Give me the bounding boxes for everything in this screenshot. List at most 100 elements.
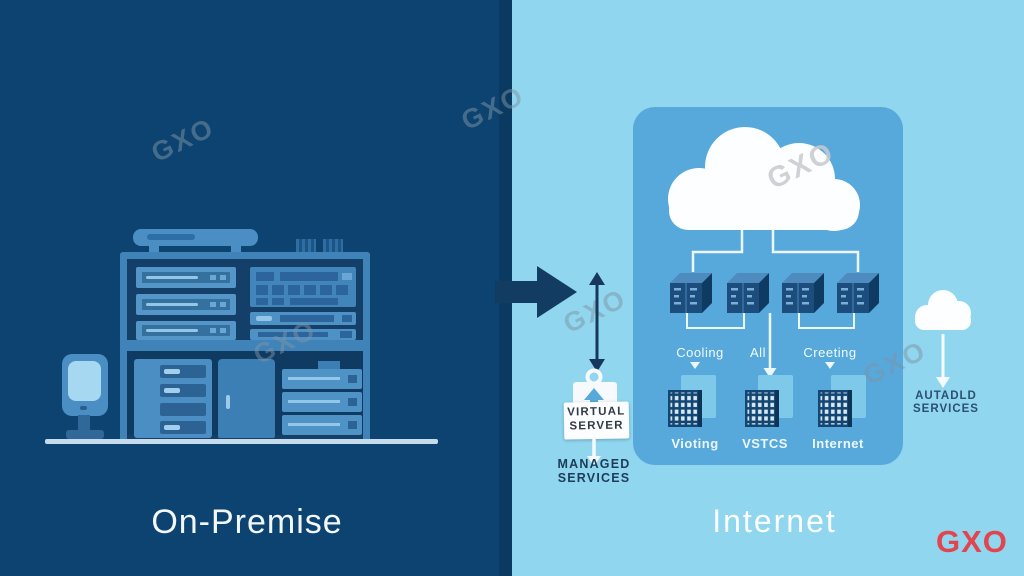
tier-label-creeting: Creeting xyxy=(803,345,857,360)
node-label-internet: Internet xyxy=(812,436,864,451)
autadld-services-label: AUTADLD SERVICES xyxy=(894,390,998,416)
slot-led xyxy=(220,275,226,280)
right-arrow-icon xyxy=(495,266,577,318)
slot-led xyxy=(210,302,216,307)
slot-line xyxy=(146,303,198,306)
cloud-platform-panel: Cooling All Creeting Vioting VSTCS Inter… xyxy=(633,107,903,465)
rack-unit-icon xyxy=(136,267,236,288)
rack-top-unit-leg xyxy=(149,245,159,255)
managed-line2: SERVICES xyxy=(557,471,631,485)
bracket-right xyxy=(798,313,855,329)
managed-services-label: MANAGED SERVICES xyxy=(544,457,644,485)
slot-led xyxy=(348,398,357,406)
server-cube-icon xyxy=(726,272,770,314)
server-stack-icon xyxy=(282,361,362,438)
patch-port xyxy=(256,285,268,295)
patch-port xyxy=(288,285,300,295)
tower-server-icon xyxy=(134,359,212,438)
slot-line xyxy=(164,388,180,393)
down-arrow-icon xyxy=(587,437,601,466)
slot-led xyxy=(348,421,357,429)
server-cube-icon xyxy=(781,272,825,314)
patch-port xyxy=(256,298,268,305)
cloud-icon xyxy=(668,127,860,231)
rack-unit-icon xyxy=(136,294,236,315)
cabinet-icon xyxy=(218,359,275,438)
stack-unit xyxy=(282,415,362,435)
kiosk-button xyxy=(80,406,87,410)
server-cube-icon xyxy=(836,272,880,314)
patch-port xyxy=(320,285,332,295)
grid-box-icon xyxy=(745,375,793,427)
gxo-logo: GXO xyxy=(936,524,1008,559)
ribbed-block-icon xyxy=(323,239,343,253)
internet-title: Internet xyxy=(712,503,837,539)
autadld-line2: SERVICES xyxy=(913,403,979,415)
stack-unit xyxy=(282,369,362,389)
rack-top-unit-slot xyxy=(147,234,195,240)
slot-led xyxy=(220,328,226,333)
slot-line xyxy=(164,425,180,430)
slot-line xyxy=(288,400,340,403)
slot-led xyxy=(210,275,216,280)
grid-box-icon xyxy=(818,375,866,427)
small-cloud-icon xyxy=(915,290,971,330)
cloud-connector-lines xyxy=(691,229,860,272)
patch-slot xyxy=(256,272,274,281)
rack-unit-icon xyxy=(250,312,356,325)
tower-slot xyxy=(160,421,206,434)
stack-tab xyxy=(318,361,340,370)
slot-line xyxy=(164,369,180,374)
on-premise-title: On-Premise xyxy=(151,503,343,541)
patch-port xyxy=(336,285,348,295)
slot-line xyxy=(288,423,340,426)
virtual-server-line2: SERVER xyxy=(569,419,624,433)
virtual-server-line1: VIRTUAL xyxy=(567,405,626,419)
middle-down-arrowhead xyxy=(763,368,777,378)
floor-line xyxy=(45,439,438,444)
rack-unit-slot xyxy=(142,299,230,310)
bracket-left xyxy=(686,313,745,329)
tier-label-cooling: Cooling xyxy=(676,345,724,360)
patch-slot xyxy=(280,272,338,281)
autadld-line1: AUTADLD xyxy=(915,390,977,402)
double-vertical-arrow-icon xyxy=(589,272,605,372)
node-label-vioting: Vioting xyxy=(671,436,719,451)
rack-unit-icon xyxy=(250,329,356,340)
patch-port xyxy=(272,298,284,305)
patch-panel-icon xyxy=(250,267,356,307)
patch-port xyxy=(304,285,316,295)
tower-slot xyxy=(160,403,206,416)
rack-top-unit-leg xyxy=(231,245,241,255)
rack-unit-slot xyxy=(258,332,328,337)
slot-led xyxy=(348,375,357,383)
rack-unit-slot xyxy=(142,272,230,283)
slot-led xyxy=(220,302,226,307)
grid-box-icon xyxy=(668,375,716,427)
tier-label-all: All xyxy=(750,345,766,360)
slot-line xyxy=(256,316,272,321)
server-rack-illustration xyxy=(45,229,438,444)
ribbed-block-icon xyxy=(296,239,316,253)
slot-led xyxy=(342,315,352,322)
managed-line1: MANAGED xyxy=(557,457,631,471)
chevron-down-icon xyxy=(825,362,835,369)
chevron-down-icon xyxy=(690,362,700,369)
virtual-server-tag: VIRTUAL SERVER xyxy=(563,401,630,440)
tower-slot xyxy=(160,384,206,397)
server-cube-icon xyxy=(669,272,713,314)
rack-unit-slot xyxy=(142,325,230,336)
slot-led xyxy=(340,331,352,338)
cloud-diagram xyxy=(668,127,880,427)
slot-led xyxy=(210,328,216,333)
down-arrow-icon xyxy=(936,334,950,388)
rack-top-unit-icon xyxy=(133,229,258,255)
slot-line xyxy=(146,276,198,279)
patch-led xyxy=(342,273,352,280)
kiosk-monitor-icon xyxy=(62,354,108,416)
node-label-vstcs: VSTCS xyxy=(742,436,788,451)
cabinet-handle xyxy=(226,395,230,409)
rack-unit-icon xyxy=(136,321,236,340)
kiosk-base xyxy=(66,430,104,439)
